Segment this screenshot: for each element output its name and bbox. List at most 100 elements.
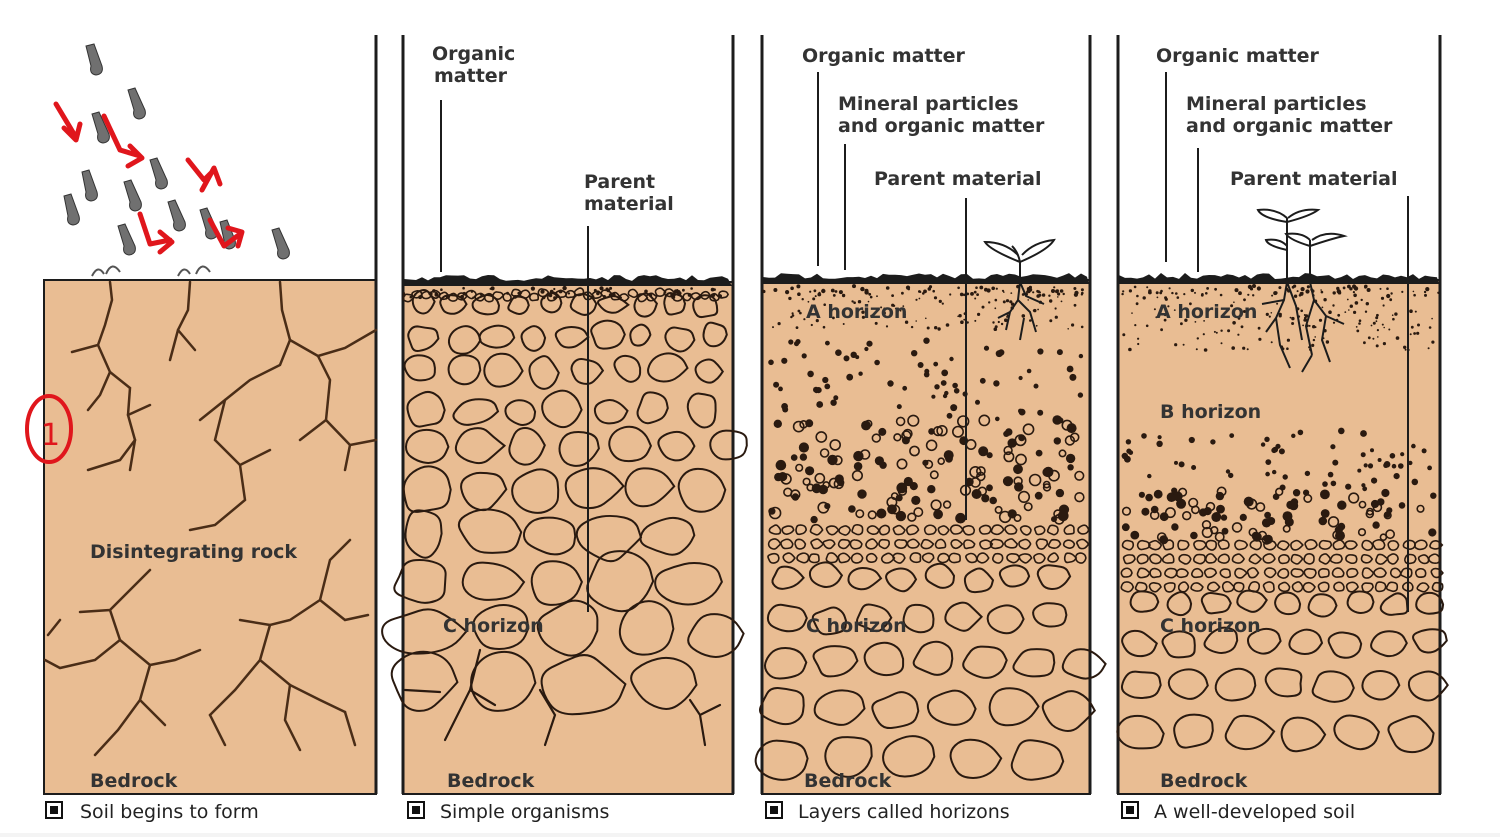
mineral-particle: [806, 483, 815, 492]
humus-speck: [995, 287, 998, 290]
label-b-horizon-4: B horizon: [1160, 401, 1261, 423]
soil-grain: [1164, 296, 1168, 300]
humus-speck: [440, 288, 443, 292]
soil-grain: [788, 296, 792, 301]
humus-speck: [762, 289, 766, 294]
humus-speck: [1219, 293, 1223, 297]
mineral-particle: [790, 489, 801, 500]
mineral-particle: [1042, 480, 1051, 489]
mineral-particle: [1330, 444, 1336, 450]
mineral-particle: [1065, 453, 1076, 464]
soil-grain: [1355, 326, 1358, 328]
soil-grain: [988, 301, 991, 304]
mineral-particle: [1002, 476, 1014, 487]
humus-speck: [979, 285, 984, 290]
soil-grain: [1370, 324, 1373, 327]
soil-grain: [1155, 316, 1158, 319]
rock-fragment: [754, 739, 809, 781]
organic-surface-2: [402, 275, 732, 303]
rock-fragment: [558, 430, 600, 467]
humus-speck: [710, 287, 715, 292]
label-c-horizon-4: C horizon: [1160, 615, 1261, 637]
soil-grain: [869, 295, 873, 299]
soil-grain: [1428, 326, 1432, 329]
humus-speck: [402, 292, 406, 295]
rock-fragment: [636, 391, 669, 425]
label-a-horizon-3: A horizon: [806, 301, 907, 323]
small-pebble: [709, 292, 721, 302]
rock-fragment: [962, 645, 1008, 679]
gravel: [921, 552, 935, 564]
mineral-particle: [1053, 437, 1062, 445]
mineral-particle: [1121, 523, 1130, 532]
soil-grain: [1409, 309, 1413, 314]
soil-grain: [1409, 333, 1412, 336]
gravel: [923, 524, 937, 536]
soil-grain: [1080, 325, 1084, 329]
rock-fragment: [511, 468, 560, 514]
mineral-particle: [933, 361, 939, 367]
gravel: [851, 523, 864, 536]
soil-grain: [994, 325, 998, 329]
gravel: [1263, 540, 1278, 551]
soil-grain: [1057, 292, 1061, 296]
mineral-particle: [895, 416, 906, 427]
mineral-particle: [1121, 452, 1129, 460]
mineral-particle: [1172, 491, 1183, 502]
soil-grain: [1175, 292, 1178, 295]
mineral-particle: [1156, 532, 1167, 542]
humus-speck: [1148, 290, 1152, 295]
gravel: [1332, 539, 1346, 551]
gravel: [1247, 581, 1260, 593]
mineral-particle: [1365, 509, 1375, 519]
soil-grain: [1048, 294, 1051, 297]
mineral-particle: [933, 509, 943, 520]
humus-speck: [1081, 291, 1084, 295]
soil-grain: [1073, 303, 1077, 307]
mineral-particle: [818, 484, 828, 495]
soil-block-3: [761, 279, 1091, 795]
humus-speck: [923, 289, 927, 294]
mineral-particle: [781, 357, 788, 364]
mineral-particle: [775, 459, 787, 471]
soil-grain: [1286, 338, 1290, 342]
humus-speck: [1051, 289, 1055, 293]
rock-fragment: [1379, 592, 1409, 616]
mineral-particle: [1332, 459, 1339, 466]
humus-speck: [1413, 293, 1416, 297]
rock-fragment: [1032, 602, 1068, 628]
humus-speck: [1190, 288, 1195, 293]
humus-speck: [832, 294, 836, 297]
mineral-particle: [907, 414, 920, 427]
humus-speck: [796, 284, 801, 289]
mineral-particle: [1421, 448, 1427, 454]
rock-fragment: [508, 426, 546, 466]
rock-fragment: [963, 567, 995, 594]
soil-grain: [1344, 311, 1347, 313]
humus-speck: [976, 293, 979, 296]
soil-grain: [1233, 322, 1236, 325]
humus-speck: [676, 289, 679, 292]
mineral-particle: [1145, 493, 1153, 502]
mineral-particle: [929, 470, 939, 480]
soil-grain: [1174, 343, 1178, 347]
gravel: [1413, 539, 1428, 551]
rock-fragment: [766, 603, 808, 633]
mineral-particle: [1147, 473, 1152, 479]
soil-grain: [791, 314, 795, 317]
mineral-particle: [878, 427, 887, 436]
gravel: [1190, 567, 1204, 579]
gravel: [1164, 567, 1178, 579]
mineral-particle: [1056, 349, 1063, 356]
soil-grain: [1395, 336, 1400, 340]
mineral-particle: [896, 458, 908, 470]
humus-speck: [1401, 290, 1404, 293]
rock-fragment: [404, 428, 450, 464]
soil-grain: [919, 291, 922, 293]
soil-grain: [870, 314, 873, 318]
soil-grain: [1278, 312, 1282, 316]
rock-fragment: [986, 604, 1025, 635]
soil-grain: [1195, 348, 1198, 351]
mineral-particle: [1427, 465, 1432, 471]
